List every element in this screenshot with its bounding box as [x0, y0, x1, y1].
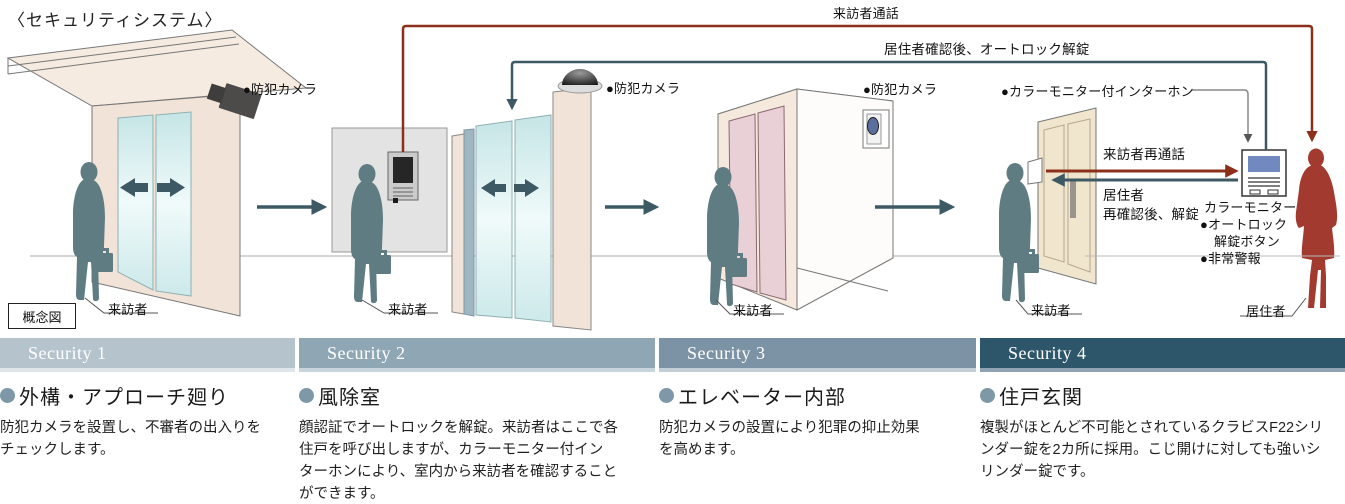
visitor-call-line: [401, 24, 1318, 152]
door-open-arrow-left: [481, 179, 506, 197]
section-header: Security 2: [299, 338, 655, 368]
section-title: 住戸玄関: [999, 387, 1083, 409]
section-header-edge: [980, 368, 1345, 372]
door-open-arrow-right: [514, 179, 539, 197]
resident-unlock-line: [506, 60, 1268, 150]
visitor1-label: 来訪者: [108, 302, 148, 317]
section-security-2: Security 2 風除室 顔認証でオートロックを解錠。来訪者はここで各住戸を…: [299, 338, 655, 504]
section-body: 複製がほとんど不可能とされているクラビスF22シリンダー錠を2カ所に採用。こじ開…: [980, 420, 1324, 480]
section-title: エレベーター内部: [678, 387, 846, 409]
section-title: 風除室: [318, 387, 381, 409]
section-title: 外構・アプローチ廻り: [19, 387, 229, 409]
section-bullet-icon: [299, 388, 314, 403]
security-camera-entrance: [206, 83, 262, 119]
resident-reconfirm-label-2: 再確認後、解錠: [1103, 207, 1199, 222]
visitor4-leader: [1015, 299, 1082, 315]
door-intercom: [1027, 157, 1043, 185]
elevator-door-right: [757, 105, 787, 301]
unlock-button-label-1: ●オートロック: [1200, 217, 1288, 232]
section-bullet-icon: [0, 388, 15, 403]
security-camera-elevator: [862, 109, 890, 149]
visitor3-leader: [715, 299, 784, 315]
section-body: 防犯カメラを設置し、不審者の出入りをチェックします。: [0, 420, 261, 458]
visitor-silhouette-4: [999, 163, 1039, 303]
page-title: 〈セキュリティシステム〉: [8, 11, 223, 30]
dome-camera-windbreak: [557, 69, 603, 94]
emergency-alarm-label: ●非常警報: [1200, 251, 1261, 266]
scene-entrance: [6, 29, 308, 317]
resident-reconfirm-label-1: 居住者: [1103, 188, 1145, 203]
section-header-edge: [0, 368, 295, 372]
visitor-call-label: 来訪者通話: [833, 6, 900, 21]
unlock-button-label-2: 解錠ボタン: [1214, 234, 1281, 249]
section-body: 顔認証でオートロックを解錠。来訪者はここで各住戸を呼び出しますが、カラーモニター…: [299, 420, 618, 502]
resident-silhouette: [1295, 148, 1338, 308]
section-body: 防犯カメラの設置により犯罪の抑止効果を高めます。: [659, 420, 920, 458]
door-open-arrow-right: [157, 178, 185, 197]
door-handle: [1070, 180, 1076, 218]
visitor2-leader: [361, 299, 438, 314]
camera-entrance-label: ●防犯カメラ: [243, 82, 318, 97]
intercom-label: ●カラーモニター付インターホン: [1001, 84, 1194, 99]
visitor4-label: 来訪者: [1031, 303, 1071, 318]
resident-confirm-unlock-label: 居住者確認後、オートロック解錠: [884, 42, 1090, 57]
concept-figure-box: 概念図: [8, 303, 76, 329]
visitor1-leader: [84, 297, 158, 314]
color-monitor-device: [1241, 149, 1287, 197]
door-open-arrow-left: [120, 178, 148, 197]
section-header: Security 1: [0, 338, 295, 368]
scene-windbreak: [331, 69, 603, 331]
section-header-edge: [659, 368, 976, 372]
section-header: Security 3: [659, 338, 976, 368]
scene-dwelling-door: [1027, 107, 1097, 285]
resident-leader: [1240, 297, 1307, 317]
section-security-4: Security 4 住戸玄関 複製がほとんど不可能とされているクラビスF22シ…: [980, 338, 1345, 483]
visitor-recall-label: 来訪者再通話: [1103, 147, 1186, 162]
visitor2-label: 来訪者: [388, 302, 428, 317]
visitor3-label: 来訪者: [733, 303, 773, 318]
resident-label: 居住者: [1246, 304, 1286, 319]
section-header-edge: [299, 368, 655, 372]
intercom-leader-line: [1192, 89, 1253, 143]
section-header: Security 4: [980, 338, 1345, 368]
camera-elevator-label: ●防犯カメラ: [863, 82, 938, 97]
section-bullet-icon: [980, 388, 995, 403]
camera-windbreak-label: ●防犯カメラ: [606, 81, 681, 96]
section-security-3: Security 3 エレベーター内部 防犯カメラの設置により犯罪の抑止効果を高…: [659, 338, 976, 461]
security-flow-diagram: [6, 24, 1340, 331]
section-bullet-icon: [659, 388, 674, 403]
face-recognition-intercom: [387, 151, 419, 203]
color-monitor-label: カラーモニター: [1204, 200, 1297, 215]
section-security-1: Security 1 外構・アプローチ廻り 防犯カメラを設置し、不審者の出入りを…: [0, 338, 295, 461]
